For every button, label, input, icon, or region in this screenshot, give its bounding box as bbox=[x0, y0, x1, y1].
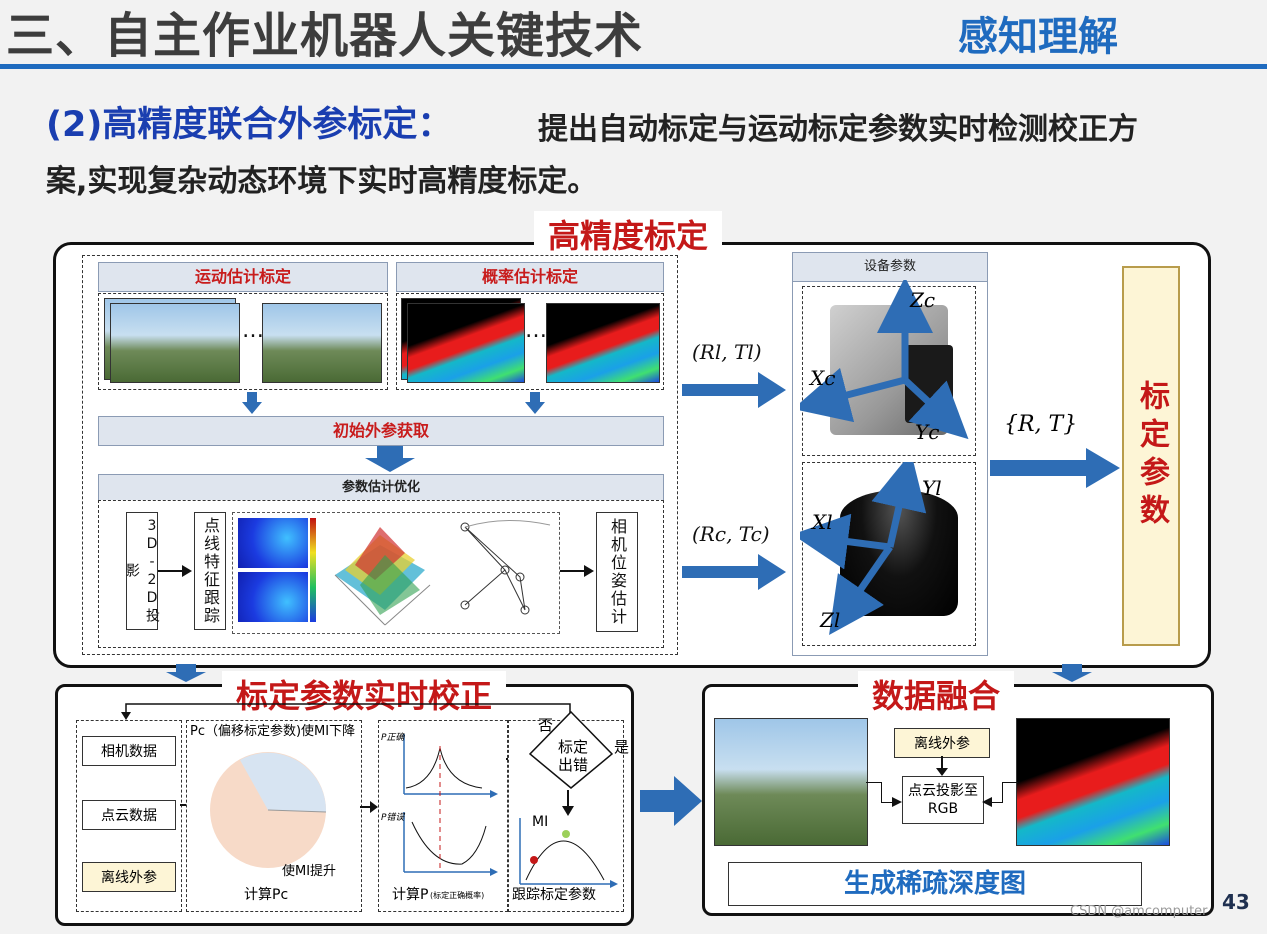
projection-box: 点云投影至RGB bbox=[902, 776, 984, 824]
heatmap-2 bbox=[238, 572, 308, 622]
decision-diamond bbox=[528, 710, 614, 789]
right-arrow-icon bbox=[560, 565, 594, 577]
mi-curve bbox=[519, 818, 618, 888]
right-arrow-icon bbox=[866, 782, 902, 807]
pc-pie bbox=[210, 752, 327, 868]
watermark: CSDN @amcomputer bbox=[1070, 904, 1208, 919]
initial-extrinsic-label: 初始外参获取 bbox=[98, 416, 664, 446]
slide-title: 三、自主作业机器人关键技术 bbox=[6, 8, 644, 64]
ellipsis: … bbox=[525, 318, 547, 343]
camera-pose-box: 相机位姿估计 bbox=[596, 512, 638, 632]
colorbar bbox=[310, 518, 316, 622]
cam-z-label: Zc bbox=[910, 288, 936, 312]
camera-data-box: 相机数据 bbox=[82, 736, 176, 766]
p-error-label: P错误 bbox=[381, 813, 405, 823]
compute-p-small: (标定正确概率) bbox=[430, 891, 485, 900]
down-arrow-icon bbox=[936, 756, 948, 776]
no-label: 否 bbox=[538, 716, 554, 734]
down-arrow-icon bbox=[525, 392, 545, 414]
lidar-y-label: Yl bbox=[922, 476, 942, 500]
compute-p-label: 计算P bbox=[392, 887, 429, 903]
down-arrow-icon bbox=[242, 392, 262, 414]
projection-box: 3D-2D投影 bbox=[124, 512, 160, 630]
calib-error-label: 标定出错 bbox=[557, 738, 588, 774]
p-correct-label: P正确 bbox=[381, 733, 405, 743]
offline-extrinsic-box: 离线外参 bbox=[82, 862, 176, 892]
pose-graph bbox=[460, 520, 551, 615]
right-arrow-icon bbox=[640, 776, 702, 826]
calib-params-box: 标定参数 bbox=[1122, 266, 1180, 646]
mi-label: MI bbox=[532, 814, 549, 830]
lidar-axes-icon bbox=[800, 462, 927, 636]
motion-calib-label: 运动估计标定 bbox=[98, 262, 388, 292]
track-params-label: 跟踪标定参数 bbox=[512, 887, 596, 903]
rl-tl-label: (Rl, Tl) bbox=[692, 340, 762, 364]
description-line-2: 案,实现复杂动态环境下实时高精度标定。 bbox=[46, 164, 598, 199]
right-arrow-icon bbox=[360, 801, 378, 813]
section-label: 感知理解 bbox=[958, 14, 1118, 60]
sparse-depth-box: 生成稀疏深度图 bbox=[728, 862, 1142, 906]
rgb-image bbox=[714, 718, 868, 846]
compute-pc-label: 计算Pc bbox=[244, 887, 289, 903]
device-params-label: 设备参数 bbox=[792, 252, 988, 282]
left-arrow-icon bbox=[982, 782, 1018, 807]
photo-frame-3 bbox=[262, 303, 382, 383]
subheading: (2)高精度联合外参标定： bbox=[46, 105, 453, 145]
right-arrow-icon bbox=[158, 565, 192, 577]
cam-y-label: Yc bbox=[915, 420, 940, 444]
down-arrow-icon bbox=[562, 790, 574, 816]
rc-tc-label: (Rc, Tc) bbox=[692, 522, 770, 546]
right-arrow-icon bbox=[990, 448, 1120, 488]
cam-x-label: Xc bbox=[810, 366, 836, 390]
camera-axes-icon bbox=[800, 280, 969, 440]
calibration-frame-title: 高精度标定 bbox=[534, 211, 723, 257]
p-compute-panel bbox=[378, 720, 508, 912]
yes-label: 是 bbox=[614, 738, 630, 756]
photo-frame-2 bbox=[110, 303, 240, 383]
thermal-frame-3 bbox=[546, 303, 660, 383]
page-number: 43 bbox=[1222, 890, 1250, 914]
fusion-frame-title: 数据融合 bbox=[858, 671, 1015, 717]
probability-curves bbox=[403, 734, 498, 876]
description-line-1: 提出自动标定与运动标定参数实时检测校正方 bbox=[538, 112, 1138, 147]
correction-frame-title: 标定参数实时校正 bbox=[222, 671, 507, 717]
header-rule bbox=[0, 64, 1267, 69]
ellipsis: … bbox=[242, 318, 264, 343]
thermal-frame-2 bbox=[407, 303, 525, 383]
right-arrow-icon bbox=[682, 372, 786, 408]
heatmap-1 bbox=[238, 518, 308, 568]
down-arrow-icon bbox=[1052, 664, 1092, 682]
param-opt-label: 参数估计优化 bbox=[98, 474, 664, 502]
rt-label: {R, T} bbox=[1004, 412, 1078, 437]
feature-tracking-box: 点线特征跟踪 bbox=[194, 512, 226, 630]
depth-image bbox=[1016, 718, 1170, 846]
surface-plot bbox=[334, 527, 431, 626]
offline-extrinsic-box: 离线外参 bbox=[894, 728, 990, 758]
lidar-x-label: Xl bbox=[812, 510, 833, 534]
right-arrow-icon bbox=[682, 554, 786, 590]
pointcloud-data-box: 点云数据 bbox=[82, 800, 176, 830]
pc-description: Pc（偏移标定参数)使MI下降 bbox=[190, 724, 356, 739]
feedback-line bbox=[121, 703, 571, 720]
down-arrow-icon bbox=[166, 664, 206, 682]
mi-up-label: 使MI提升 bbox=[282, 864, 337, 879]
down-arrow-icon bbox=[365, 446, 415, 472]
prob-calib-label: 概率估计标定 bbox=[396, 262, 664, 292]
lidar-z-label: Zl bbox=[820, 608, 841, 632]
